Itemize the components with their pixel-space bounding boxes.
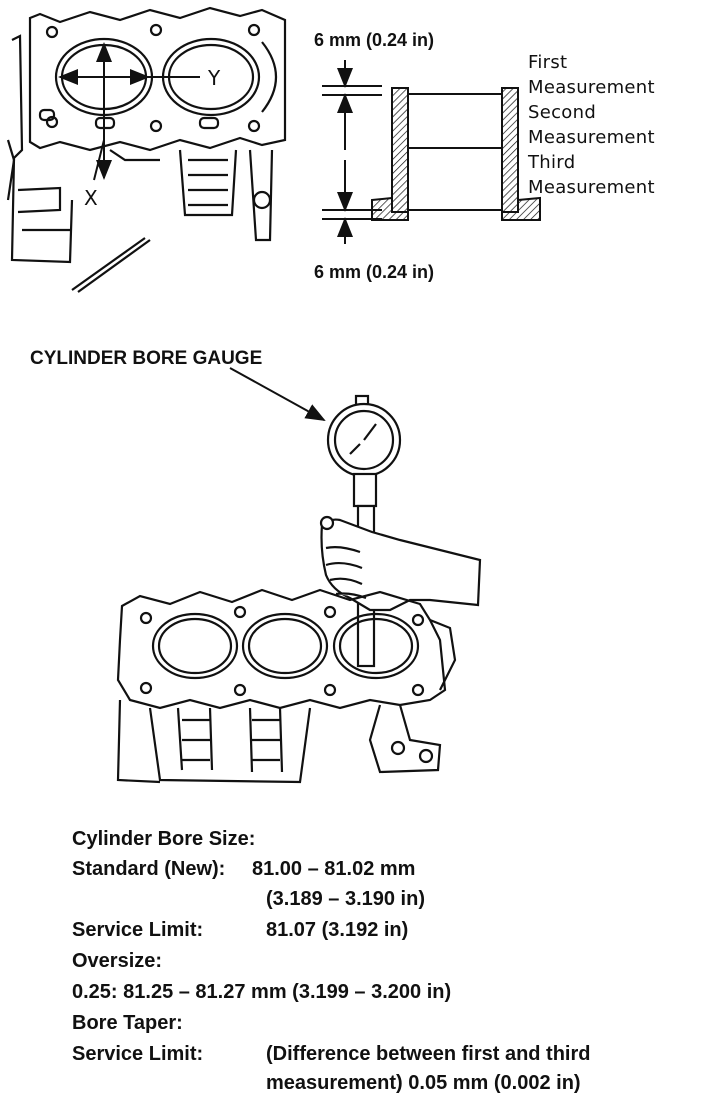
engine-block-perspective [116, 588, 457, 784]
taper-limit-line1: (Difference between first and third [266, 1043, 591, 1065]
first-measurement-label-line1: First [528, 52, 568, 73]
second-measurement-label-line1: Second [528, 102, 597, 123]
bore-axis-lines [58, 42, 200, 181]
service-limit-label: Service Limit: [72, 919, 204, 941]
standard-value-in: (3.189 – 3.190 in) [266, 888, 425, 910]
oversize-value: 0.25: 81.25 – 81.27 mm (3.199 – 3.200 in… [72, 981, 452, 1003]
bottom-offset-label: 6 mm (0.24 in) [314, 262, 435, 282]
standard-label: Standard (New): [72, 858, 226, 880]
bore-section-diagram [322, 60, 541, 244]
axis-y-label: Y [208, 66, 221, 90]
hand [319, 515, 482, 612]
taper-limit-line2: measurement) 0.05 mm (0.002 in) [266, 1072, 581, 1094]
service-limit-value: 81.07 (3.192 in) [266, 919, 409, 941]
gauge-label: CYLINDER BORE GAUGE [30, 348, 263, 369]
first-measurement-label-line2: Measurement [528, 77, 655, 98]
gauge-pointer-arrow [229, 367, 326, 421]
top-offset-label: 6 mm (0.24 in) [314, 30, 435, 50]
taper-limit-label: Service Limit: [72, 1043, 204, 1065]
engine-block-top-view [6, 6, 287, 293]
third-measurement-label-line2: Measurement [528, 177, 655, 198]
oversize-heading: Oversize: [72, 950, 163, 972]
third-measurement-label-line1: Third [528, 152, 576, 173]
taper-heading: Bore Taper: [72, 1012, 183, 1034]
second-measurement-label-line2: Measurement [528, 127, 655, 148]
bore-size-heading: Cylinder Bore Size: [72, 828, 256, 850]
axis-x-label: X [84, 186, 99, 210]
standard-value: 81.00 – 81.02 mm [252, 858, 416, 880]
